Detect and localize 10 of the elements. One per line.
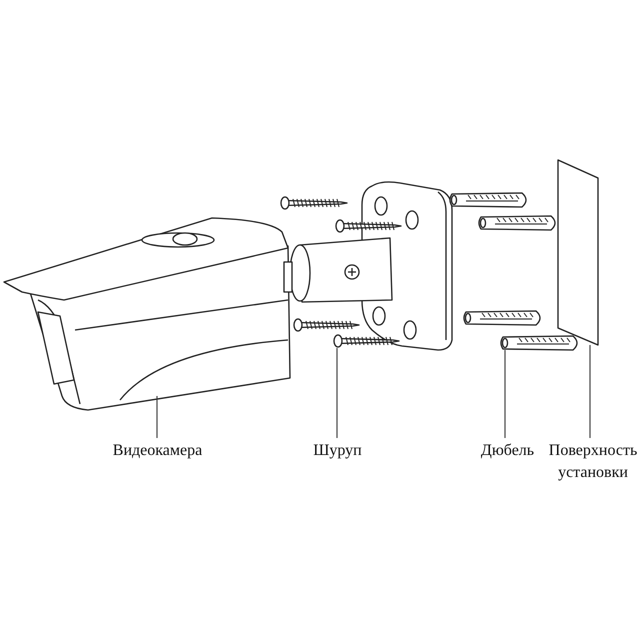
leader-line [504,350,506,438]
leader-line [156,396,158,438]
screw-drawing [333,334,400,348]
part-label: Поверхность установки [545,440,641,484]
part-label: Дюбель [470,440,545,462]
part-label: Шуруп [300,440,375,462]
leader-line [336,348,338,438]
part-label: Видеокамера [95,440,220,462]
camera-drawing [3,217,293,411]
wall-anchor-drawing [500,335,578,351]
